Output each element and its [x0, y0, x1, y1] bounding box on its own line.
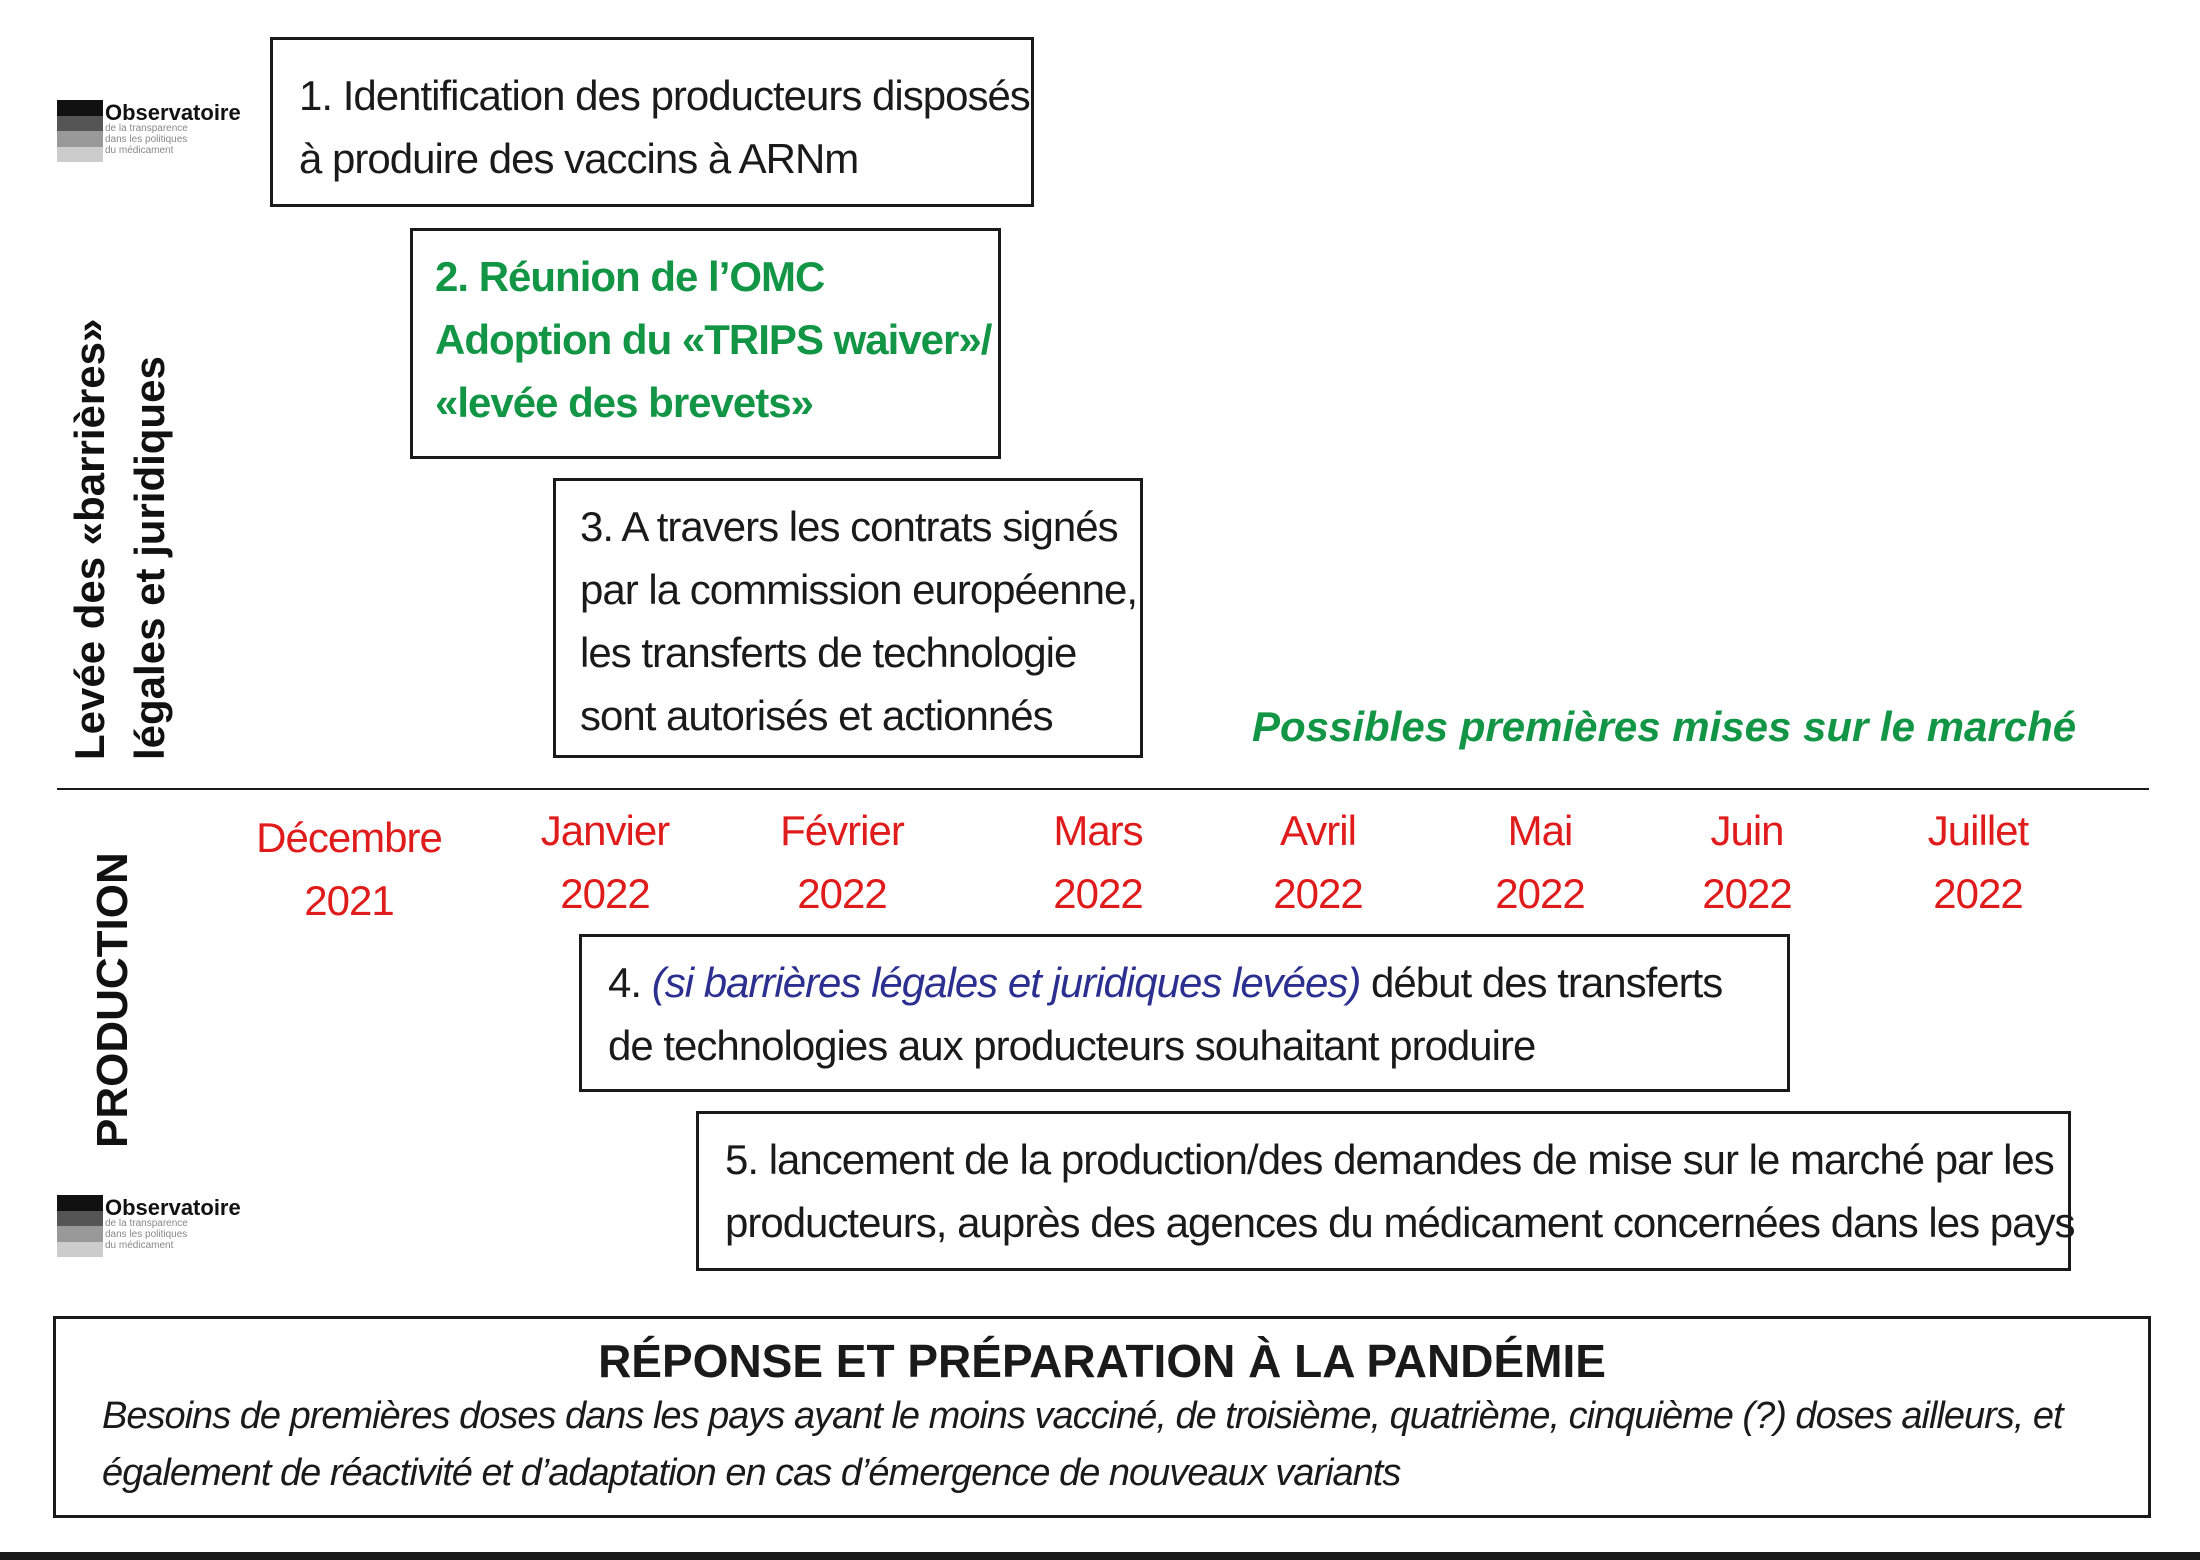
timeline-month: Avril 2022: [1198, 799, 1438, 925]
timeline-month: Décembre 2021: [229, 806, 469, 932]
side-label-production: PRODUCTION: [88, 852, 137, 1148]
section-divider: [57, 788, 2149, 790]
logo-subtitle-3: du médicament: [105, 145, 174, 156]
step-4-prefix: 4.: [608, 959, 652, 1006]
pandemic-line-1: Besoins de premières doses dans les pays…: [102, 1395, 2064, 1437]
timeline-month: Février 2022: [722, 799, 962, 925]
logo-subtitle-3: du médicament: [105, 1240, 174, 1251]
step-5-line-1: 5. lancement de la production/des demand…: [725, 1136, 2055, 1183]
timeline-month: Juin 2022: [1627, 799, 1867, 925]
timeline-month-year: 2022: [1933, 870, 2023, 917]
timeline-month-name: Mars: [1053, 807, 1143, 854]
step-3-box: 3. A travers les contrats signés par la …: [553, 478, 1143, 758]
step-4-line-2: de technologies aux producteurs souhaita…: [608, 1022, 1536, 1069]
timeline-month: Juillet 2022: [1858, 799, 2098, 925]
timeline-month-name: Décembre: [256, 814, 443, 861]
step-1-box: 1. Identification des producteurs dispos…: [270, 37, 1034, 207]
market-note: Possibles premières mises sur le marché: [1252, 703, 2077, 750]
logo-subtitle-1: de la transparence: [105, 1218, 188, 1229]
timeline-month-name: Juin: [1710, 807, 1784, 854]
timeline-month-name: Mai: [1507, 807, 1574, 854]
bottom-rule: [0, 1552, 2200, 1560]
step-2-box: 2. Réunion de l’OMC Adoption du «TRIPS w…: [410, 228, 1001, 459]
step-5-box: 5. lancement de la production/des demand…: [696, 1111, 2076, 1271]
pandemic-line-2: également de réactivité et d’adaptation …: [102, 1452, 1401, 1494]
side-label-line1: Levée des «barrières»: [66, 318, 113, 760]
timeline-month-year: 2022: [560, 870, 650, 917]
timeline-month-year: 2022: [1053, 870, 1143, 917]
timeline-month-name: Janvier: [540, 807, 670, 854]
step-3-line-1: 3. A travers les contrats signés: [580, 503, 1119, 550]
step-4-condition: (si barrières légales et juridiques levé…: [651, 959, 1362, 1006]
step-4-rest: début des transferts: [1360, 959, 1723, 1006]
logo-mark-icon: [57, 1195, 103, 1257]
step-4-line-1: 4. (si barrières légales et juridiques l…: [608, 951, 1787, 1014]
side-label-line2: légales et juridiques: [126, 356, 173, 760]
step-1-line-2: à produire des vaccins à ARNm: [299, 135, 859, 182]
timeline-month-name: Février: [780, 807, 905, 854]
timeline-month-name: Juillet: [1927, 807, 2029, 854]
step-2-line-3: «levée des brevets»: [435, 379, 814, 426]
step-4-box: 4. (si barrières légales et juridiques l…: [579, 934, 1790, 1092]
timeline-month: Mars 2022: [978, 799, 1218, 925]
pandemic-title: RÉPONSE ET PRÉPARATION À LA PANDÉMIE: [598, 1335, 1606, 1387]
timeline-month-year: 2022: [1702, 870, 1792, 917]
timeline-month-year: 2022: [1273, 870, 1363, 917]
side-label-legal-barriers: Levée des «barrières» légales et juridiq…: [60, 319, 180, 760]
step-5-line-2: producteurs, auprès des agences du médic…: [725, 1199, 2076, 1246]
logo-name: Observatoire: [105, 1195, 241, 1220]
step-2-line-2: Adoption du «TRIPS waiver»/: [435, 316, 992, 363]
pandemic-box: RÉPONSE ET PRÉPARATION À LA PANDÉMIE Bes…: [53, 1316, 2151, 1518]
step-2-line-1: 2. Réunion de l’OMC: [435, 253, 825, 300]
logo-subtitle-2: dans les politiques: [105, 134, 188, 145]
logo-subtitle-2: dans les politiques: [105, 1229, 188, 1240]
timeline-month: Mai 2022: [1420, 799, 1660, 925]
step-3-line-4: sont autorisés et actionnés: [580, 692, 1054, 739]
logo-name: Observatoire: [105, 100, 241, 125]
timeline-month-year: 2022: [1495, 870, 1585, 917]
timeline-month-year: 2022: [797, 870, 887, 917]
logo-subtitle-1: de la transparence: [105, 123, 188, 134]
timeline-month-year: 2021: [304, 877, 394, 924]
observatoire-logo-top: Observatoire de la transparence dans les…: [57, 100, 257, 164]
step-1-line-1: 1. Identification des producteurs dispos…: [299, 72, 1031, 119]
timeline-month: Janvier 2022: [485, 799, 725, 925]
observatoire-logo-bottom: Observatoire de la transparence dans les…: [57, 1195, 257, 1259]
logo-mark-icon: [57, 100, 103, 162]
step-3-line-3: les transferts de technologie: [580, 629, 1077, 676]
timeline-month-name: Avril: [1280, 807, 1357, 854]
step-3-line-2: par la commission européenne,: [580, 566, 1138, 613]
